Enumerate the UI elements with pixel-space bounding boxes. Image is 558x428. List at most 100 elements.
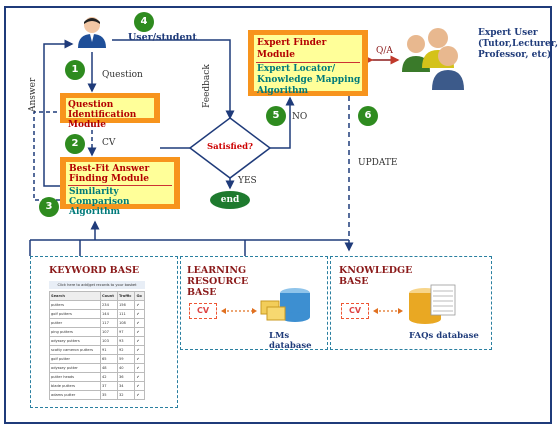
user-icon: [78, 17, 106, 48]
database-label: LMs database: [269, 331, 312, 351]
step-badge: 5: [266, 106, 286, 126]
expert-user-label: Expert User (Tutor,Lecturer, Professor, …: [478, 28, 558, 61]
table-cell: adams putter: [48, 390, 102, 400]
cv-box: CV: [189, 303, 217, 319]
table-cell: 117: [100, 318, 118, 328]
module-label: Best-Fit Answer Finding Module: [69, 164, 150, 184]
check-icon: ✔: [134, 390, 145, 400]
panel-title: LEARNING RESOURCE BASE: [187, 265, 249, 298]
check-icon: ✔: [134, 354, 145, 364]
module-label: Expert Finder Module: [257, 38, 327, 60]
edge-label-cv: CV: [102, 138, 116, 148]
table-cell: 107: [100, 327, 118, 337]
edge-label-qa: Q/A: [376, 46, 393, 56]
table-cell: putters: [48, 300, 102, 310]
double-arrow-icon: [373, 308, 403, 314]
step-badge: 4: [134, 12, 154, 32]
module-label: Question Identification Module: [68, 100, 137, 130]
table-header: Search: [48, 291, 102, 301]
table-cell: 92: [116, 345, 136, 355]
table-cell: 35: [100, 390, 118, 400]
table-cell: 93: [116, 336, 136, 346]
check-icon: ✔: [134, 300, 145, 310]
edge-label-no: NO: [292, 112, 308, 122]
table-cell: 65: [100, 354, 118, 364]
table-cell: 91: [100, 345, 118, 355]
step-badge: 6: [358, 106, 378, 126]
table-cell: 234: [100, 300, 118, 310]
check-icon: ✔: [134, 318, 145, 328]
faqs-database-icon: [409, 284, 456, 324]
table-cell: 97: [116, 327, 136, 337]
table-cell: putter: [48, 318, 102, 328]
edge-label-yes: YES: [238, 176, 257, 186]
table-cell: 59: [116, 354, 136, 364]
table-cell: 111: [116, 309, 136, 319]
edge-label-answer: Answer: [28, 77, 38, 112]
lms-database-icon: [260, 288, 310, 322]
diagram-frame: [4, 6, 552, 424]
algorithm-label: Similarity Comparison Algorithm: [69, 187, 130, 217]
check-icon: ✔: [134, 336, 145, 346]
end-node: end: [210, 191, 250, 209]
step-badge: 3: [39, 197, 59, 217]
panel-title: KNOWLEDGE BASE: [339, 265, 413, 287]
question-identification-module: Question Identification Module: [60, 93, 160, 130]
table-cell: 144: [100, 309, 118, 319]
cv-box: CV: [341, 303, 369, 319]
check-icon: ✔: [134, 372, 145, 382]
table-cell: 40: [116, 363, 136, 373]
table-cell: 156: [116, 300, 136, 310]
edge-label-question: Question: [102, 70, 143, 80]
table-cell: 34: [116, 381, 136, 391]
check-icon: ✔: [134, 327, 145, 337]
double-arrow-icon: [221, 308, 257, 314]
edge-label-feedback: Feedback: [202, 64, 212, 108]
decision-diamond: [188, 117, 272, 179]
table-cell: odyssey putter: [48, 363, 102, 373]
table-cell: 42: [100, 372, 118, 382]
table-cell: 108: [116, 318, 136, 328]
table-cell: 37: [100, 381, 118, 391]
best-fit-module: Best-Fit Answer Finding Module Similarit…: [60, 157, 180, 217]
table-header: Traffic: [116, 291, 136, 301]
expert-users-icon: [402, 28, 464, 90]
table-cell: odyssey putters: [48, 336, 102, 346]
table-header: Go: [134, 291, 145, 301]
expert-finder-module: Expert Finder Module Expert Locator/ Kno…: [248, 30, 368, 96]
check-icon: ✔: [134, 345, 145, 355]
step-badge: 1: [65, 60, 85, 80]
learning-resource-base-panel: LEARNING RESOURCE BASE CV LMs database: [180, 256, 328, 351]
keyword-base-panel: KEYWORD BASE Click here to add/get recor…: [30, 256, 178, 408]
table-cell: 36: [116, 372, 136, 382]
decision-label: Satisfied?: [206, 142, 254, 152]
expert-user-detail: (Tutor,Lecturer, Professor, etc): [478, 39, 558, 60]
user-label: User/student: [128, 32, 197, 43]
table-cell: golf putter: [48, 354, 102, 364]
step-badge: 2: [65, 134, 85, 154]
table-cell: 48: [100, 363, 118, 373]
expert-user-title: Expert User: [478, 28, 538, 38]
edge-label-update: UPDATE: [358, 158, 398, 168]
check-icon: ✔: [134, 381, 145, 391]
database-label: FAQs database: [409, 331, 479, 341]
algorithm-label: Expert Locator/ Knowledge Mapping Algori…: [257, 64, 361, 96]
table-banner: Click here to add/get records to your ba…: [49, 281, 145, 289]
table-cell: 103: [100, 336, 118, 346]
table-cell: 32: [116, 390, 136, 400]
table-cell: scotty cameron putters: [48, 345, 102, 355]
table-cell: blade putters: [48, 381, 102, 391]
table-cell: ping putters: [48, 327, 102, 337]
